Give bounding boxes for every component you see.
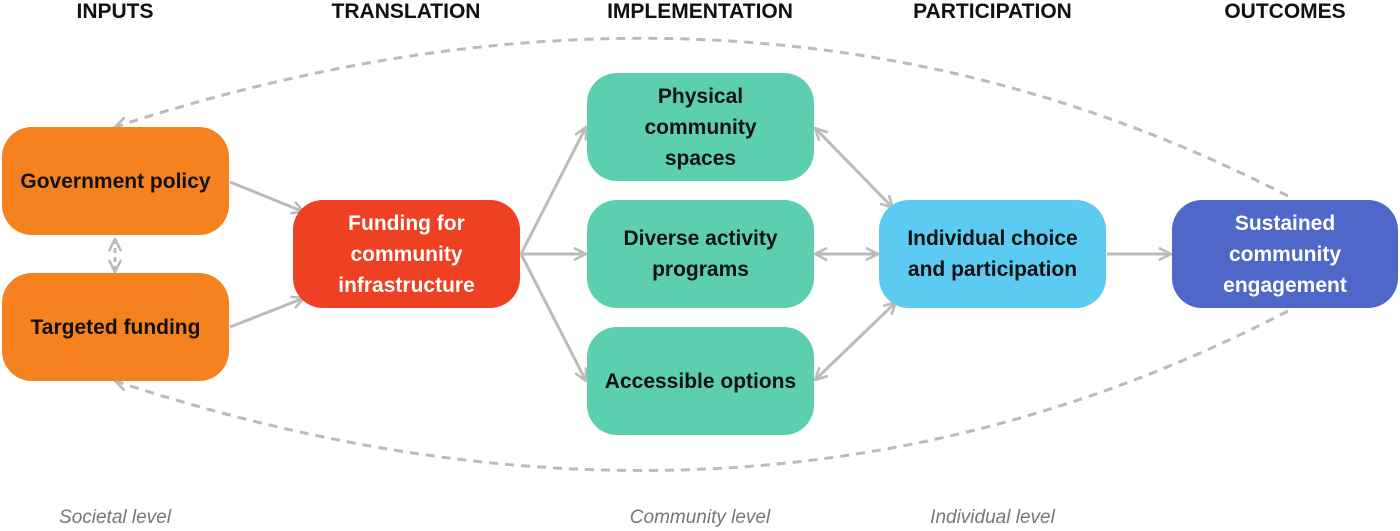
node-physical-spaces: Physical community spaces (587, 73, 814, 181)
node-individual-choice-label: Individual choice and participation (907, 227, 1078, 281)
accessible-choice-arrow (813, 300, 898, 382)
node-targeted-funding: Targeted funding (2, 273, 229, 381)
policy-to-funding-arrow (229, 180, 306, 215)
column-header-translation: TRANSLATION (331, 0, 481, 23)
funding-to-accessible-arrow (519, 253, 588, 383)
level-label-individual: Individual level (930, 507, 1055, 528)
node-individual-choice: Individual choice and participation (879, 200, 1106, 308)
targeted-to-funding-arrow (229, 295, 306, 329)
node-activity-programs-label: Diverse activity programs (623, 227, 778, 281)
column-header-outcomes: OUTCOMES (1224, 0, 1346, 23)
node-funding-infrastructure: Funding for community infrastructure (293, 200, 520, 308)
node-activity-programs: Diverse activity programs (587, 200, 814, 308)
node-government-policy: Government policy (2, 127, 229, 235)
node-sustained-engagement: Sustained community engagement (1172, 200, 1398, 308)
level-label-community: Community level (629, 507, 771, 528)
column-header-implementation: IMPLEMENTATION (607, 0, 793, 23)
node-funding-infrastructure-label: Funding for community infrastructure (338, 211, 475, 297)
node-accessible-options: Accessible options (587, 327, 814, 435)
feedback-arrow-top (113, 36, 1289, 198)
node-accessible-options-label: Accessible options (604, 369, 797, 393)
node-government-policy-label: Government policy (20, 169, 211, 193)
node-sustained-engagement-label: Sustained community engagement (1223, 211, 1347, 297)
feedback-arrow-bottom (113, 309, 1289, 472)
spaces-choice-arrow (813, 126, 895, 210)
column-header-participation: PARTICIPATION (913, 0, 1072, 23)
funding-to-spaces-arrow (519, 125, 588, 255)
column-header-inputs: INPUTS (76, 0, 154, 23)
node-targeted-funding-label: Targeted funding (30, 315, 201, 339)
node-physical-spaces-label: Physical community spaces (644, 84, 757, 170)
level-label-societal: Societal level (59, 507, 171, 528)
